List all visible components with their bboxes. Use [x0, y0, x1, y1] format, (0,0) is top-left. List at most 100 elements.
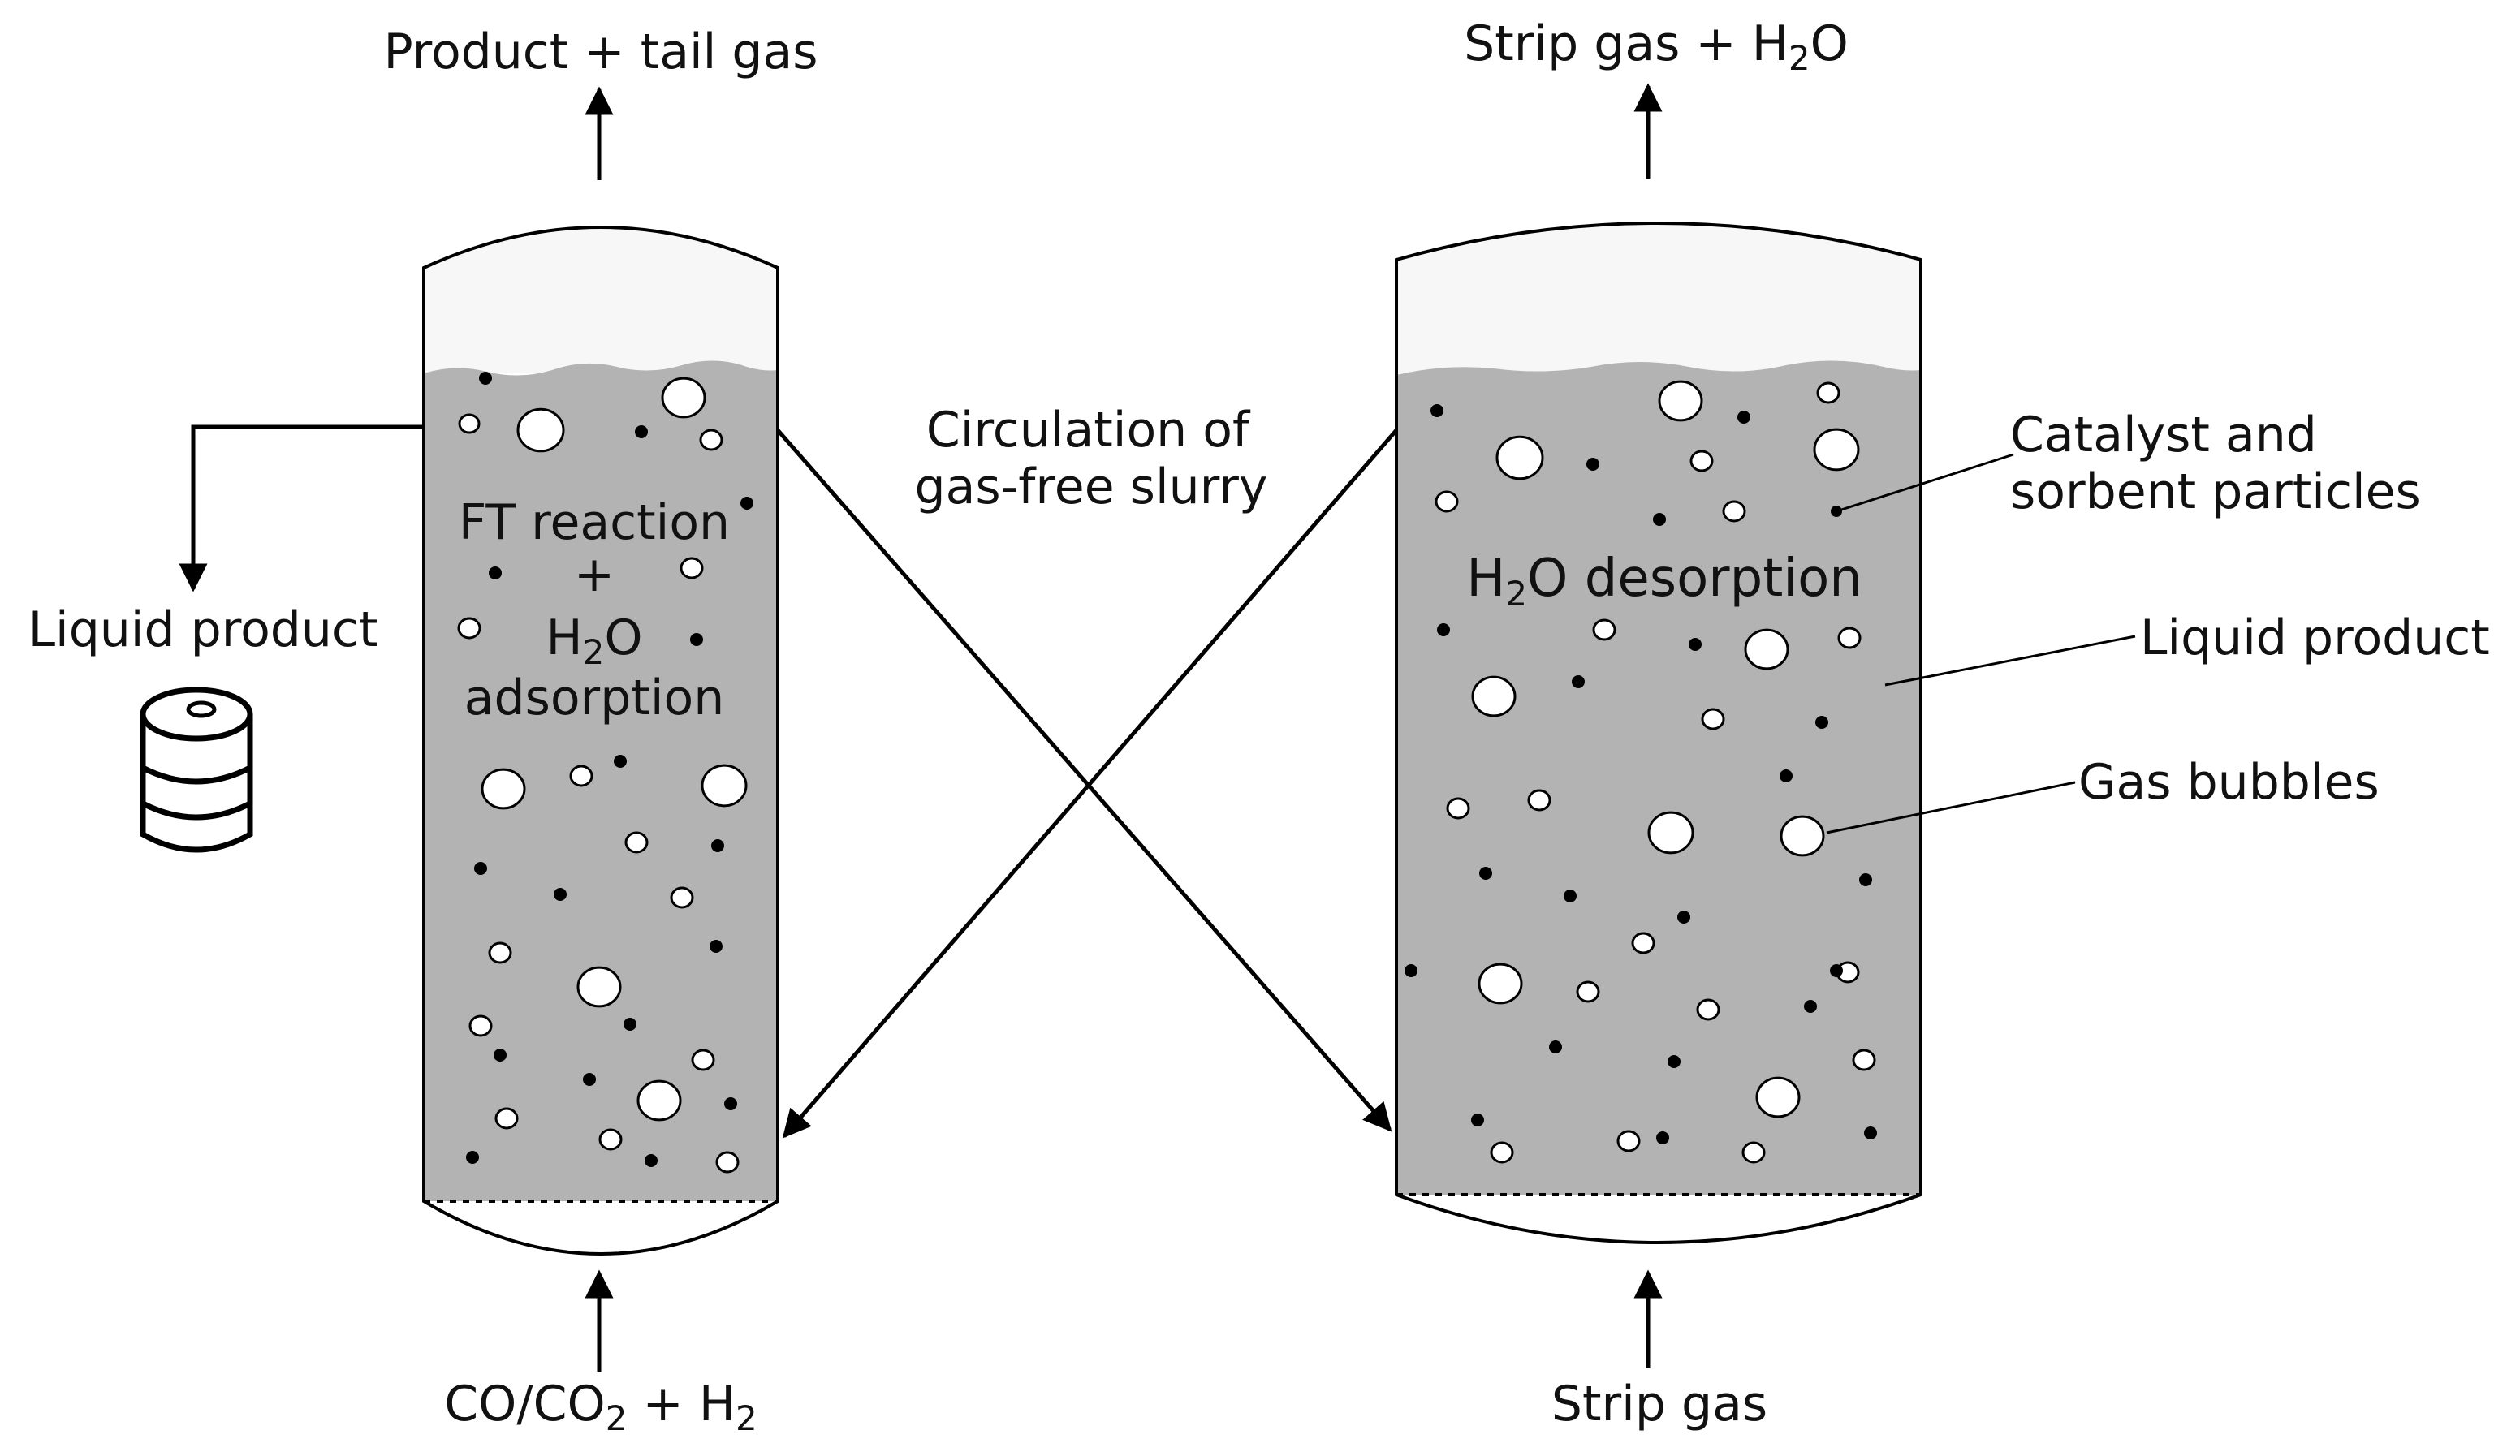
- gas-bubble: [569, 765, 593, 787]
- left-reactor-title-line2: +: [574, 546, 615, 603]
- gas-bubbles-legend-label: Gas bubbles: [2078, 754, 2380, 811]
- left-outlet-label: Product + tail gas: [383, 24, 818, 80]
- gas-bubble: [691, 1049, 715, 1071]
- left-reactor-title-line1: FT reaction: [459, 494, 730, 551]
- catalyst-particle: [1405, 964, 1418, 977]
- catalyst-particle: [1859, 873, 1872, 886]
- catalyst-particle: [1430, 404, 1443, 417]
- gas-bubble: [576, 966, 622, 1008]
- gas-bubble: [1435, 490, 1459, 513]
- catalyst-particle: [1437, 623, 1450, 636]
- catalyst-particle: [489, 566, 502, 579]
- liquid-leader-line: [1884, 635, 2136, 687]
- catalyst-label-line1: Catalyst and: [2010, 407, 2317, 463]
- catalyst-particle: [494, 1049, 507, 1062]
- gas-bubble: [1471, 675, 1517, 717]
- catalyst-particle: [474, 862, 487, 875]
- catalyst-label-line2: sorbent particles: [2010, 463, 2421, 520]
- gas-bubble: [1780, 815, 1825, 857]
- catalyst-particle: [1564, 890, 1577, 902]
- catalyst-particle: [710, 940, 723, 953]
- gas-bubble: [1576, 980, 1600, 1003]
- gas-bubble: [1647, 811, 1694, 855]
- catalyst-particle: [1804, 1000, 1817, 1013]
- gas-bubble: [624, 831, 649, 854]
- catalyst-particle: [1737, 411, 1750, 424]
- catalyst-particle: [1815, 716, 1828, 729]
- bubbles-leader-line: [1826, 781, 2076, 834]
- gas-bubble: [680, 557, 704, 579]
- circulation-label-line2: gas-free slurry: [915, 459, 1268, 515]
- gas-bubble: [1527, 789, 1551, 812]
- catalyst-particle: [1572, 675, 1585, 688]
- catalyst-particle: [1668, 1055, 1681, 1068]
- right-reactor: [1395, 222, 1922, 1244]
- catalyst-particle: [554, 888, 567, 901]
- catalyst-particle: [1780, 769, 1793, 782]
- left-reactor-headspace: [424, 227, 778, 373]
- gas-bubble: [1701, 708, 1725, 730]
- gas-bubble: [636, 1079, 682, 1122]
- right-outlet-label: Strip gas + H2O: [1464, 15, 1849, 78]
- gas-bubble: [481, 768, 526, 810]
- oil-barrel-icon: [140, 687, 253, 853]
- gas-bubble: [699, 429, 723, 451]
- left-inlet-label: CO/CO2 + H2: [444, 1376, 757, 1438]
- gas-bubble: [1658, 380, 1703, 422]
- gas-bubble: [1478, 963, 1523, 1005]
- right-inlet-label: Strip gas: [1551, 1376, 1767, 1432]
- catalyst-particle: [1689, 638, 1702, 651]
- catalyst-particle: [1479, 867, 1492, 880]
- left-reactor: [422, 226, 779, 1256]
- gas-bubble: [458, 413, 481, 434]
- gas-bubble: [1722, 500, 1746, 523]
- catalyst-particle: [1471, 1114, 1484, 1126]
- catalyst-particle: [614, 755, 627, 768]
- gas-bubble: [1446, 797, 1470, 820]
- gas-bubble: [516, 407, 565, 453]
- gas-bubble: [1816, 381, 1840, 404]
- gas-bubble: [701, 764, 748, 808]
- gas-bubble: [488, 941, 512, 964]
- gas-bubble: [457, 617, 481, 640]
- left-reactor-title-line3: H2O: [546, 610, 642, 672]
- gas-bubble: [1696, 998, 1720, 1021]
- gas-bubble: [1495, 435, 1544, 480]
- catalyst-particle: [1586, 458, 1599, 471]
- gas-bubble: [1490, 1141, 1514, 1164]
- catalyst-particle: [690, 633, 703, 646]
- gas-bubble: [1837, 627, 1862, 649]
- catalyst-particle: [740, 497, 753, 510]
- gas-bubble: [494, 1107, 519, 1130]
- right-reactor-headspace: [1396, 223, 1921, 373]
- catalyst-particle: [711, 839, 724, 852]
- gas-bubble: [1744, 628, 1789, 670]
- catalyst-particle: [1653, 513, 1666, 526]
- slurry-to-reactor-arrow: [782, 429, 1398, 1139]
- gas-bubble: [1689, 450, 1714, 472]
- left-bubbles: [457, 377, 748, 1174]
- right-reactor-title: H2O desorption: [1466, 549, 1862, 614]
- gas-bubble: [1592, 618, 1616, 641]
- catalyst-particle: [645, 1154, 658, 1167]
- gas-bubble: [1755, 1076, 1801, 1118]
- catalyst-particle: [466, 1151, 479, 1164]
- gas-bubble: [468, 1014, 493, 1037]
- gas-bubble: [661, 377, 706, 419]
- catalyst-particle: [724, 1097, 737, 1110]
- catalyst-particle: [583, 1073, 596, 1086]
- left-reactor-title-line4: adsorption: [464, 670, 725, 726]
- right-reactor-slurry: [1396, 360, 1921, 1195]
- gas-bubble: [1616, 1130, 1641, 1152]
- catalyst-particle: [1549, 1040, 1562, 1053]
- left-particles: [466, 372, 753, 1167]
- catalyst-particle: [635, 425, 648, 438]
- catalyst-particle: [1830, 964, 1843, 977]
- catalyst-leader-line: [1836, 453, 2014, 513]
- liquid-product-side-label: Liquid product: [28, 601, 378, 658]
- catalyst-particle: [624, 1018, 636, 1031]
- gas-bubble: [598, 1128, 623, 1151]
- gas-bubble: [1813, 428, 1860, 472]
